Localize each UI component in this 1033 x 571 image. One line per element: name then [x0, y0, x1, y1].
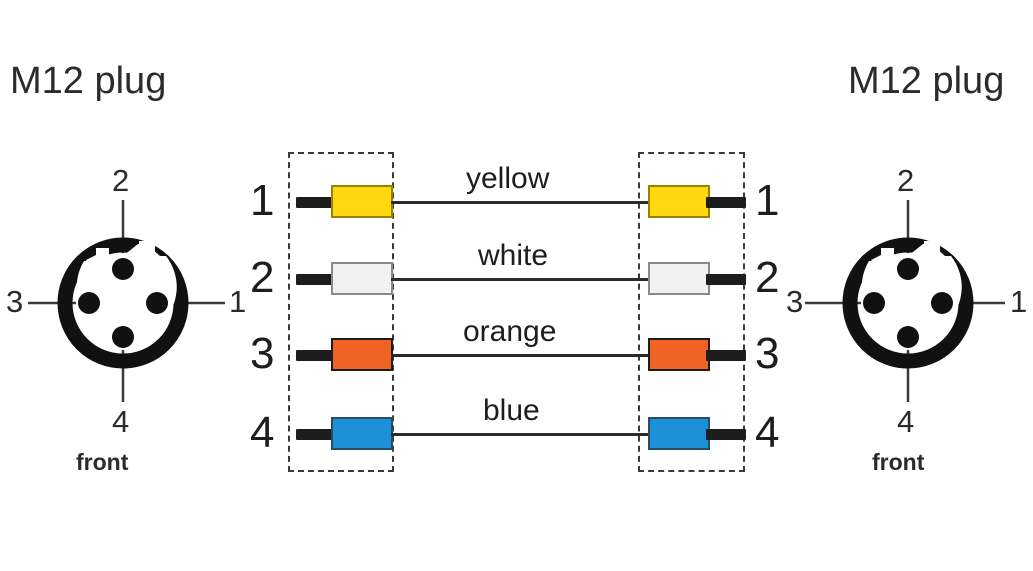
left-pin-label-top: 2 [112, 163, 130, 198]
left-pin-label-right: 1 [229, 284, 247, 319]
wire-row-1-right-pin: 1 [755, 176, 780, 225]
left-connector-shell [57, 237, 189, 369]
wire-row-1-left-stub [296, 197, 336, 208]
right-front-label: front [872, 449, 925, 475]
left-connector-face: 2 1 4 3 [0, 165, 248, 437]
wire-row-1-right-stub [706, 197, 746, 208]
left-pin-2-contact [112, 258, 134, 280]
right-pin-label-bottom: 4 [897, 404, 915, 439]
wire-row-1-span [391, 201, 650, 204]
right-connector-graphic [805, 200, 1005, 402]
wire-row-1-right-ferrule [648, 185, 710, 218]
right-connector-shell [842, 237, 974, 369]
left-pin-4-contact [112, 326, 134, 348]
right-pin-label-left: 3 [786, 284, 804, 319]
right-connector-key-left [871, 252, 895, 272]
wire-row-4-left-pin: 4 [250, 408, 275, 457]
right-pin-3-contact [863, 292, 885, 314]
wire-row-3-left-stub [296, 350, 336, 361]
wire-row-3-left-ferrule [331, 338, 393, 371]
right-pin-label-right: 1 [1010, 284, 1028, 319]
wire-row-1-color-label: yellow [466, 162, 550, 195]
right-connector-key-notch [908, 244, 941, 270]
left-front-label: front [76, 449, 129, 475]
wire-row-3-right-ferrule [648, 338, 710, 371]
wire-row-1-left-ferrule [331, 185, 393, 218]
left-cable-boundary [288, 152, 394, 472]
right-plug-title: M12 plug [848, 60, 1005, 102]
left-connector-key-notch [123, 244, 156, 270]
right-pin-1-contact [931, 292, 953, 314]
wire-row-3-right-stub [706, 350, 746, 361]
wire-row-4-span [391, 433, 650, 436]
left-plug-title: M12 plug [10, 60, 167, 102]
right-pin-4-contact [897, 326, 919, 348]
wire-row-4-color-label: blue [483, 394, 540, 427]
wire-row-4-left-ferrule [331, 417, 393, 450]
wire-row-2-left-pin: 2 [250, 253, 275, 302]
left-pin-1-contact [146, 292, 168, 314]
wire-row-2-right-pin: 2 [755, 253, 780, 302]
wire-row-2-right-ferrule [648, 262, 710, 295]
wire-row-4-left-stub [296, 429, 336, 440]
wire-row-3-right-pin: 3 [755, 329, 780, 378]
left-pin-3-contact [78, 292, 100, 314]
wire-row-2-span [391, 278, 650, 281]
wire-row-2-left-ferrule [331, 262, 393, 295]
wire-row-3-color-label: orange [463, 315, 557, 348]
right-pin-2-contact [897, 258, 919, 280]
wire-row-4-right-stub [706, 429, 746, 440]
wire-row-2-right-stub [706, 274, 746, 285]
right-pin-label-top: 2 [897, 163, 915, 198]
left-connector-cavity [76, 256, 170, 350]
wire-row-2-left-stub [296, 274, 336, 285]
right-connector-face: 2 1 4 3 [783, 165, 1033, 437]
right-connector-cavity [861, 256, 955, 350]
left-connector-key-left [86, 252, 110, 272]
wire-row-4-right-pin: 4 [755, 408, 780, 457]
wire-row-4-right-ferrule [648, 417, 710, 450]
left-pin-label-left: 3 [6, 284, 24, 319]
left-connector-graphic [28, 200, 225, 402]
wire-row-1-left-pin: 1 [250, 176, 275, 225]
left-pin-label-bottom: 4 [112, 404, 130, 439]
right-cable-boundary [638, 152, 745, 472]
wire-row-3-span [391, 354, 650, 357]
wire-row-3-left-pin: 3 [250, 329, 275, 378]
wire-row-2-color-label: white [478, 239, 549, 272]
